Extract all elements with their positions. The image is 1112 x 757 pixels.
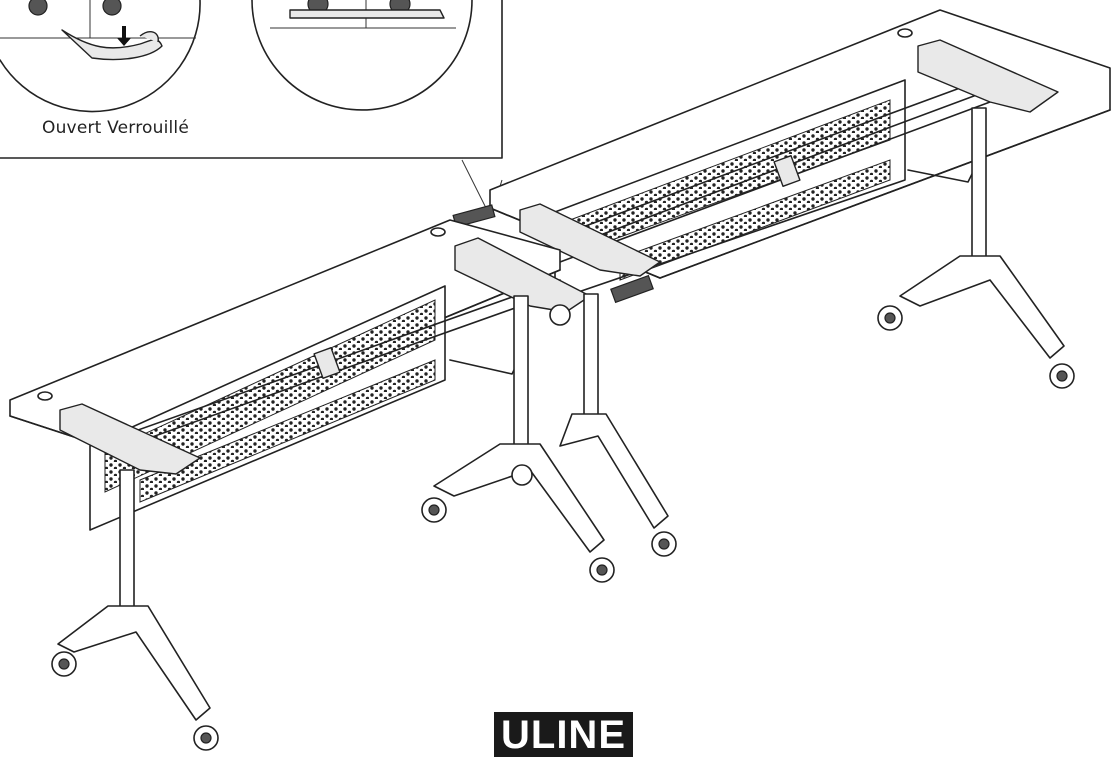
arrow-down-icon <box>117 26 131 46</box>
detail-circle-locked <box>251 0 473 111</box>
callout-caption: Ouvert Verrouillé <box>42 118 190 138</box>
leg-left-front <box>51 469 219 751</box>
right-frame <box>452 39 1059 304</box>
leg-center-left <box>421 295 615 583</box>
leg-center-right <box>549 293 677 557</box>
detail-circle-open <box>0 0 201 113</box>
callout-detail-box <box>0 0 503 213</box>
uline-logo: ULINE <box>494 712 633 757</box>
leg-right-rear <box>877 107 1075 389</box>
logo-text: ULINE <box>501 712 626 757</box>
left-frame <box>59 237 591 531</box>
